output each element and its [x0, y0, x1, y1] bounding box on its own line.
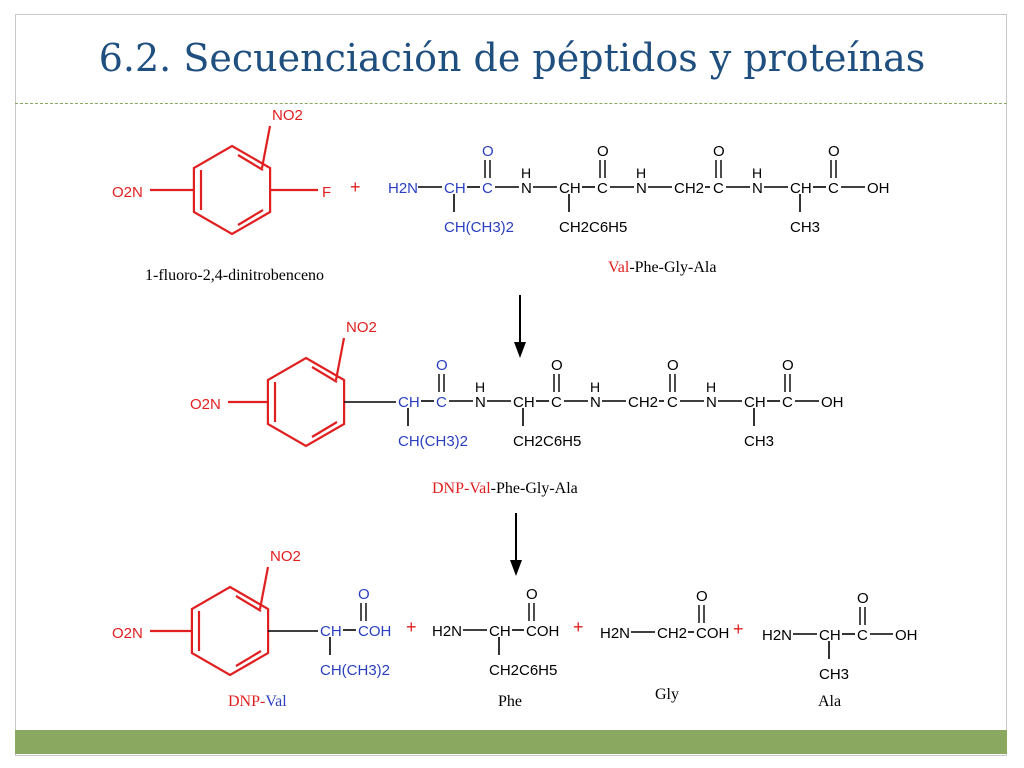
phe-free-side-chain: CH2C6H5 — [489, 662, 557, 679]
dnp-ala-carbonyl-c: C — [782, 394, 793, 411]
phe-carbonyl-c: C — [597, 180, 608, 197]
gly-methylene: CH2 — [674, 180, 704, 197]
ala-side-chain: CH3 — [790, 219, 820, 236]
ala-carbonyl-c: C — [828, 180, 839, 197]
dnpval-name: DNP-Val — [228, 693, 287, 710]
dnp-val-alpha: CH — [398, 394, 420, 411]
fluoro-label: F — [322, 184, 331, 201]
peptide-n-3: N — [752, 180, 763, 197]
terminal-oh: OH — [867, 180, 890, 197]
gly-carbonyl-o: O — [713, 143, 725, 160]
val-carbonyl-o: O — [482, 143, 494, 160]
gly-product: H2N CH2 COH O Gly — [600, 588, 729, 703]
dnp-val-carbonyl-c: C — [436, 394, 447, 411]
dnp-phe-carbonyl-o: O — [551, 357, 563, 374]
dnpval-carboxyl-o: O — [358, 586, 370, 603]
slide-frame — [15, 14, 1007, 756]
ala-alpha-carbon: CH — [790, 180, 812, 197]
plus-sign: + — [350, 177, 361, 197]
peptide-name: Val-Phe-Gly-Ala — [608, 259, 716, 276]
peptide-h-3: H — [752, 165, 762, 181]
phe-alpha-carbon: CH — [559, 180, 581, 197]
dnp-tetrapeptide: NO2 O2N CH C O CH(CH3)2 N H CH CH2C6H5 C… — [190, 319, 844, 497]
o2n-label: O2N — [112, 184, 143, 201]
plus-sign-2: + — [406, 617, 417, 637]
plus-sign-4: + — [733, 619, 744, 639]
dnpval-alpha: CH — [320, 623, 342, 640]
dnp-gly-carbonyl-o: O — [667, 357, 679, 374]
peptide-h-2: H — [636, 165, 646, 181]
ala-free-carbonyl-o: O — [857, 590, 869, 607]
amine-label: H2N — [388, 180, 418, 197]
ala-name: Ala — [818, 693, 841, 710]
dnpval-no2-label: NO2 — [270, 548, 301, 565]
dnp-phe-side-chain: CH2C6H5 — [513, 433, 581, 450]
ala-amine: H2N — [762, 627, 792, 644]
dnp-no2-label: NO2 — [346, 319, 377, 336]
dnp-val-side-chain: CH(CH3)2 — [398, 433, 468, 450]
gly-free-carboxyl-o: O — [696, 588, 708, 605]
peptide-n-2: N — [636, 180, 647, 197]
phe-product: H2N CH COH O CH2C6H5 Phe — [432, 586, 559, 710]
reaction-arrow-2 — [510, 513, 522, 576]
dnp-gly-methylene: CH2 — [628, 394, 658, 411]
phe-carbonyl-o: O — [597, 143, 609, 160]
footer-bar — [15, 730, 1007, 754]
phe-name: Phe — [498, 693, 522, 710]
phe-amine: H2N — [432, 623, 462, 640]
dnp-ala-side-chain: CH3 — [744, 433, 774, 450]
no2-label: NO2 — [272, 107, 303, 124]
plus-sign-3: + — [573, 617, 584, 637]
dnp-gly-carbonyl-c: C — [667, 394, 678, 411]
gly-free-methylene: CH2 — [657, 625, 687, 642]
phe-free-carboxyl-o: O — [526, 586, 538, 603]
dnp-peptide-name: DNP-Val-Phe-Gly-Ala — [432, 480, 578, 497]
dnp-val-carbonyl-o: O — [436, 357, 448, 374]
dnp-peptide-n-3: N — [706, 394, 717, 411]
dnp-peptide-h-2: H — [590, 379, 600, 395]
dnp-peptide-n-2: N — [590, 394, 601, 411]
dnpval-carboxyl: COH — [358, 623, 391, 640]
dnp-ala-alpha: CH — [744, 394, 766, 411]
gly-amine: H2N — [600, 625, 630, 642]
ala-carbonyl-o: O — [828, 143, 840, 160]
phe-free-alpha: CH — [489, 623, 511, 640]
dnp-val-product: NO2 O2N CH COH O CH(CH3)2 DNP-Val — [112, 548, 391, 710]
dnpval-side-chain: CH(CH3)2 — [320, 662, 390, 679]
dnp-phe-carbonyl-c: C — [551, 394, 562, 411]
dnp-terminal-oh: OH — [821, 394, 844, 411]
dnp-peptide-n-1: N — [475, 394, 486, 411]
reagent-dnfb: NO2 F O2N 1-fluoro-2,4-dinitrobenceno — [112, 107, 331, 284]
gly-carbonyl-c: C — [713, 180, 724, 197]
phe-side-chain: CH2C6H5 — [559, 219, 627, 236]
dnp-o2n-label: O2N — [190, 396, 221, 413]
dnp-ala-carbonyl-o: O — [782, 357, 794, 374]
ala-free-oh: OH — [895, 627, 918, 644]
dnp-phe-alpha: CH — [513, 394, 535, 411]
reagent-name: 1-fluoro-2,4-dinitrobenceno — [145, 267, 324, 284]
ala-product: H2N CH C O OH CH3 Ala — [762, 590, 918, 710]
gly-free-carboxyl: COH — [696, 625, 729, 642]
ala-free-carbonyl-c: C — [857, 627, 868, 644]
reaction-arrow-1 — [514, 295, 526, 358]
dnpval-o2n-label: O2N — [112, 625, 143, 642]
slide-title: 6.2. Secuenciación de péptidos y proteín… — [98, 36, 926, 80]
val-alpha-carbon: CH — [444, 180, 466, 197]
dnp-peptide-h-1: H — [475, 379, 485, 395]
title-divider — [15, 103, 1007, 104]
gly-name: Gly — [655, 686, 679, 703]
phe-free-carboxyl: COH — [526, 623, 559, 640]
val-side-chain: CH(CH3)2 — [444, 219, 514, 236]
tetrapeptide: H2N CH C O CH(CH3)2 N H CH CH2C6H5 C O N… — [388, 143, 890, 276]
peptide-n-1: N — [521, 180, 532, 197]
dnp-peptide-h-3: H — [706, 379, 716, 395]
ala-free-side-chain: CH3 — [819, 666, 849, 683]
ala-free-alpha: CH — [819, 627, 841, 644]
val-carbonyl-c: C — [482, 180, 493, 197]
peptide-h-1: H — [521, 165, 531, 181]
